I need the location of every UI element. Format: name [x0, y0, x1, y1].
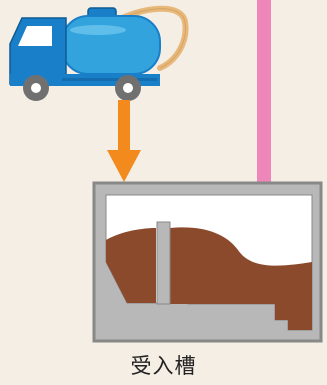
- tank-label: 受入槽: [130, 354, 197, 378]
- inflow-pipe: [257, 0, 271, 188]
- down-arrow-icon: [107, 100, 141, 182]
- vacuum-truck-icon: [9, 5, 189, 101]
- sludge-fill: [106, 228, 156, 303]
- tank-baffle: [156, 221, 171, 305]
- truck-tank: [61, 15, 161, 75]
- receiving-tank-icon: [92, 181, 323, 343]
- truck-window: [18, 26, 52, 46]
- sludge-fill-main: [170, 227, 312, 330]
- truck-wheel-rear: [115, 75, 141, 101]
- truck-wheel-front: [23, 75, 49, 101]
